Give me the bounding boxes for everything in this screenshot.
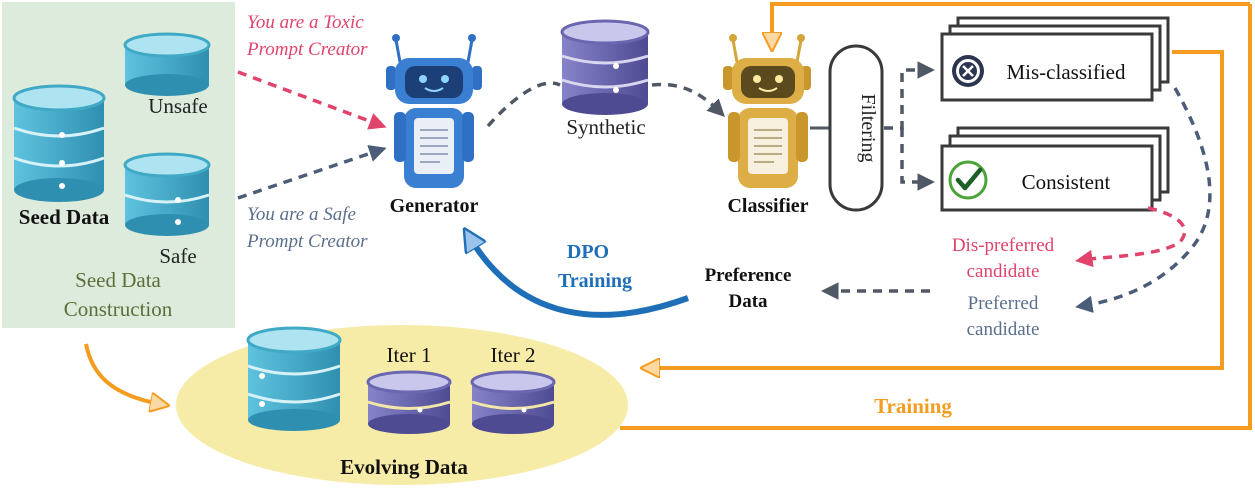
preferred-line1: Preferred (968, 293, 1039, 314)
dispreferred-line2: candidate (967, 261, 1040, 282)
misclassified-label: Mis-classified (1007, 60, 1126, 84)
seed-data-cylinder (12, 84, 106, 202)
safe-arrow (237, 145, 387, 200)
dispreferred-line1: Dis-preferred (952, 235, 1055, 256)
dpo-line1: DPO (567, 241, 609, 263)
toxic-prompt-line1: You are a Toxic (247, 12, 364, 33)
iter1-cylinder (366, 370, 452, 434)
dpo-training-arrow (470, 238, 690, 318)
generator-label: Generator (390, 195, 479, 217)
training-loop-side (650, 50, 1224, 368)
iter2-label: Iter 2 (491, 343, 536, 367)
preference-line1: Preference (705, 265, 792, 286)
filter-to-consistent-arrow (900, 128, 935, 191)
training-loop-top (772, 2, 1250, 42)
check-circle-icon (948, 160, 988, 200)
safe-cylinder (123, 152, 211, 236)
unsafe-cylinder (123, 32, 211, 96)
preferred-line2: candidate (967, 319, 1040, 340)
dpo-line2: Training (558, 270, 632, 292)
safe-label: Safe (159, 244, 196, 268)
preference-line2: Data (728, 291, 768, 312)
unsafe-label: Unsafe (148, 94, 207, 118)
filtering-box (828, 44, 884, 212)
seed-data-label: Seed Data (19, 205, 110, 229)
iter2-cylinder (470, 370, 556, 434)
classifier-robot-icon (723, 34, 811, 188)
evolving-seed-cylinder (246, 326, 342, 431)
toxic-prompt-line2: Prompt Creator (246, 39, 368, 60)
toxic-arrow (237, 70, 387, 130)
synthetic-flow-arrow (486, 81, 720, 128)
evolving-data-label: Evolving Data (340, 455, 468, 479)
filtering-label: Filtering (857, 94, 879, 163)
x-circle-icon (952, 55, 984, 87)
misclassified-stack (940, 16, 1170, 102)
safe-prompt-line1: You are a Safe (247, 204, 356, 225)
iter1-label: Iter 1 (387, 343, 432, 367)
training-label: Training (874, 394, 952, 418)
filter-to-misclassified-arrow (884, 61, 935, 130)
synthetic-label: Synthetic (566, 115, 645, 139)
misclassified-to-preferred-arrow (1075, 87, 1212, 314)
consistent-label: Consistent (1022, 170, 1111, 194)
seed-to-evolving-arrow (84, 343, 160, 404)
seed-construction-line1: Seed Data (75, 268, 161, 292)
training-loop-bottom (620, 4, 1252, 430)
generator-robot-icon (386, 34, 482, 188)
classifier-label: Classifier (727, 195, 808, 217)
seed-construction-line2: Construction (64, 297, 173, 321)
safe-prompt-line2: Prompt Creator (246, 231, 368, 252)
consistent-to-dispreferred-arrow (1075, 206, 1187, 268)
synthetic-cylinder (560, 19, 650, 115)
